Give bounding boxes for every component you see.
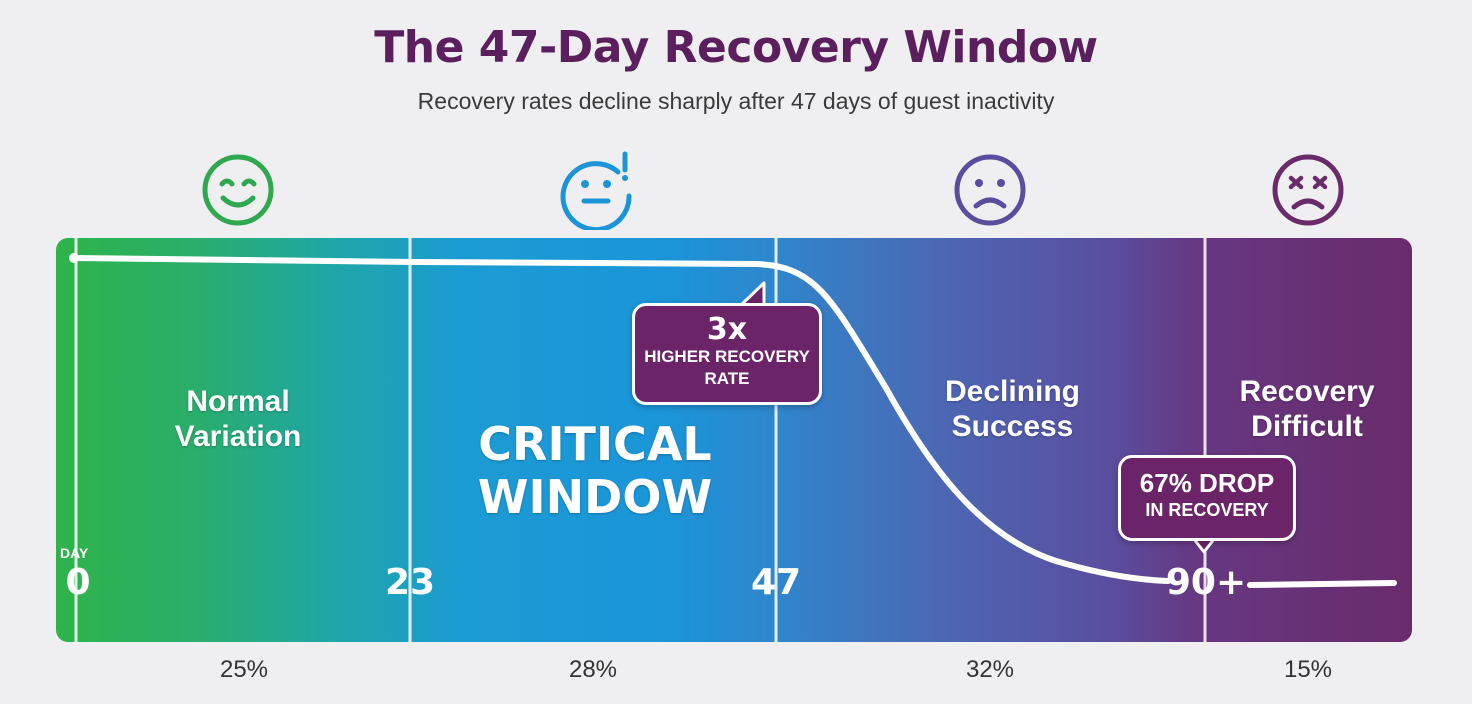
zone-difficult-line2: Difficult [1251, 410, 1363, 443]
callout-higher-recovery-line1: HIGHER RECOVERY [644, 347, 810, 366]
day-marker-0: 0 [65, 562, 91, 603]
day-marker-90: 90+ [1165, 562, 1247, 603]
recovery-curve-tail [1247, 580, 1397, 588]
zone-label-normal: Normal Variation [138, 384, 338, 454]
zone-normal-line1: Normal [186, 385, 290, 418]
zone-label-critical: CRITICAL WINDOW [450, 418, 740, 524]
neutral-alert-face-icon [556, 150, 636, 230]
zone-difficult-line1: Recovery [1239, 375, 1375, 408]
zone-share-declining: 32% [965, 656, 1015, 683]
zone-share-normal: 25% [219, 656, 269, 683]
zone-share-difficult: 15% [1283, 656, 1333, 683]
zone-normal-line2: Variation [174, 420, 302, 453]
distressed-face-icon [1268, 150, 1348, 230]
happy-face-icon [198, 150, 278, 230]
callout-drop-line1: IN RECOVERY [1145, 500, 1269, 520]
page-title: The 47-Day Recovery Window [374, 22, 1098, 73]
callout-higher-recovery-value: 3x [706, 312, 748, 347]
zone-label-difficult: Recovery Difficult [1212, 374, 1402, 444]
zone-critical-line2: WINDOW [477, 470, 713, 524]
zone-declining-line1: Declining [944, 375, 1080, 408]
day-axis-caption: DAY [60, 545, 89, 561]
curve-start-dot [69, 253, 79, 263]
zone-label-declining: Declining Success [890, 374, 1135, 444]
callout-higher-recovery: 3x HIGHER RECOVERY RATE [632, 303, 822, 405]
callout-drop: 67% DROP IN RECOVERY [1118, 455, 1296, 541]
zone-declining-line2: Success [951, 410, 1074, 443]
day-marker-47: 47 [750, 562, 802, 603]
zone-share-critical: 28% [568, 656, 618, 683]
recovery-curve [71, 255, 1171, 584]
callout-drop-value: 67% DROP [1139, 468, 1275, 498]
zone-critical-line1: CRITICAL [478, 417, 712, 471]
day-marker-23: 23 [384, 562, 436, 603]
page-subtitle: Recovery rates decline sharply after 47 … [417, 88, 1055, 114]
sad-face-icon [950, 150, 1030, 230]
callout-higher-recovery-line2: RATE [704, 369, 750, 388]
timeline-overlay [69, 238, 1397, 642]
